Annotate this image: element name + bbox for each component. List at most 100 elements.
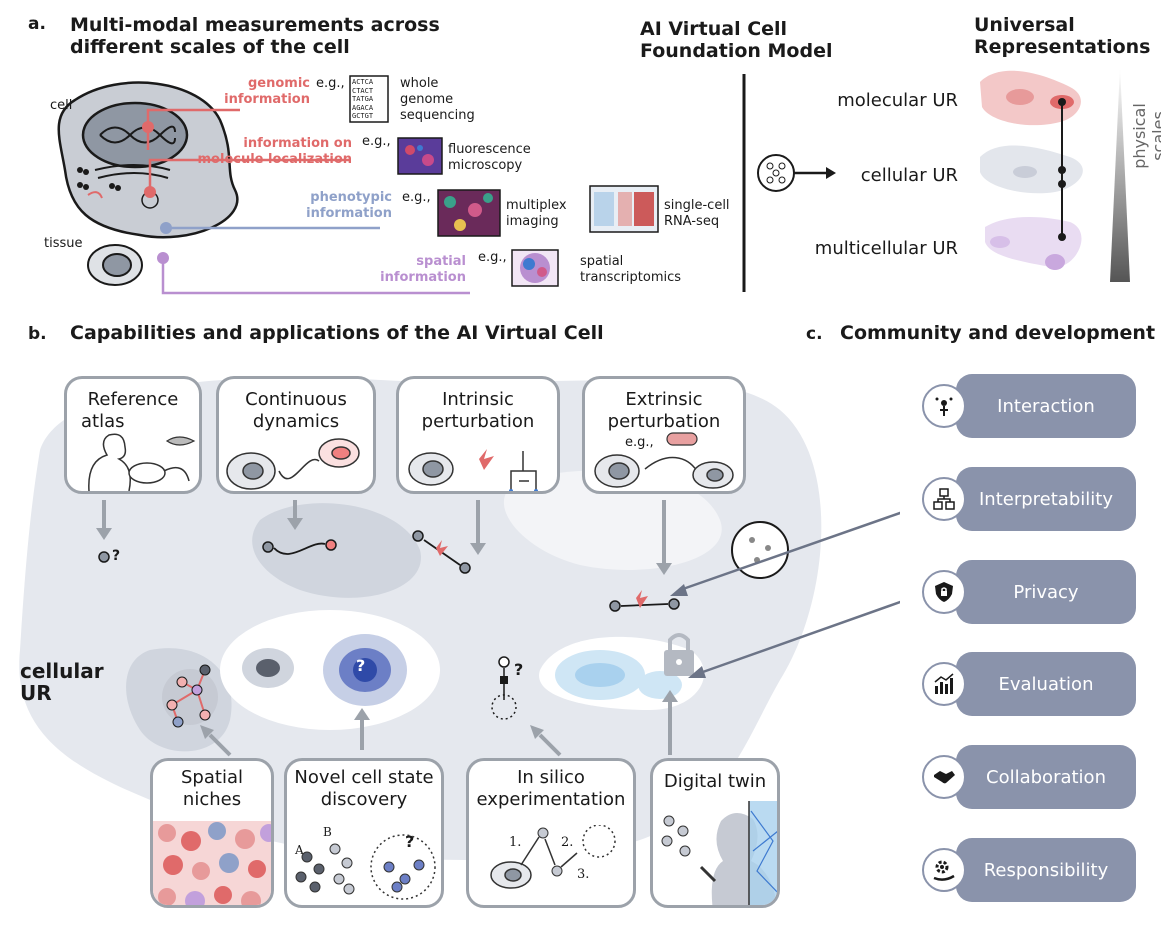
novel-unknown-q: ? (405, 832, 415, 851)
phenotypic-info-label: phenotypic information (290, 190, 392, 222)
box-extrinsic-perturbation-line2: perturbation (607, 411, 721, 432)
box-intrinsic-perturbation-line1: Intrinsic (442, 389, 514, 410)
foundation-model-line1: AI Virtual Cell (640, 18, 788, 40)
foundation-model-graphic (742, 74, 836, 292)
novel-q-mark: ? (356, 656, 366, 675)
handshake-icon (922, 755, 966, 799)
cell-transition-icon (226, 438, 360, 490)
spatial-example: spatial transcriptomics (580, 254, 681, 286)
novel-label-b: B (323, 825, 332, 839)
localization-info-label: information on molecule localization (190, 136, 352, 168)
step-1: 1. (509, 835, 522, 850)
spatial-info-line2: information (380, 270, 466, 285)
responsibility-gear-icon (922, 848, 966, 892)
extrinsic-eg: e.g., (625, 435, 654, 450)
drug-treatment-icon (594, 432, 734, 489)
evaluation-chart-icon (922, 662, 966, 706)
box-extrinsic-perturbation-line1: Extrinsic (625, 389, 703, 410)
pill-interpretability: Interpretability (956, 467, 1136, 531)
panel-a-title-line1: Multi-modal measurements across (70, 14, 440, 36)
genomic-example: whole genome sequencing (400, 76, 475, 124)
box-continuous-dynamics-line2: dynamics (252, 411, 340, 432)
box-in-silico: In silico experimentation 1. 2. 3. (466, 758, 636, 908)
genomic-example-line2: genome (400, 92, 454, 107)
box-digital-twin-line1: Digital twin (663, 771, 767, 792)
pill-collaboration: Collaboration (956, 745, 1136, 809)
cell-label: cell (50, 98, 73, 113)
multiplex-example-line2: imaging (506, 214, 559, 229)
panel-c-letter: c. (806, 324, 823, 344)
gene-perturbation-icon (408, 449, 538, 491)
physical-scales-label: physical scales (1130, 103, 1161, 169)
phenotypic-eg: e.g., (402, 190, 431, 205)
localization-info-line2: molecule localization (197, 152, 352, 167)
ur-scales-graphic (980, 67, 1130, 282)
pill-privacy: Privacy (956, 560, 1136, 624)
spatial-example-line1: spatial (580, 254, 624, 269)
cellular-ur-line1: cellular (20, 659, 104, 683)
ur-multicellular-label: multicellular UR (814, 238, 958, 259)
localization-example-line2: microscopy (448, 158, 523, 173)
ur-cellular-label: cellular UR (860, 165, 958, 186)
cellular-ur-label: cellular UR (20, 660, 104, 704)
seq-line: AGACA (352, 103, 374, 112)
cluster-discovery-icon (295, 834, 436, 900)
phenotypic-info-line2: information (306, 206, 392, 221)
box-digital-twin: Digital twin (650, 758, 780, 908)
seq-line: CTACT (352, 86, 374, 95)
genomic-info-line1: genomic (247, 76, 310, 91)
pill-evaluation: Evaluation (956, 652, 1136, 716)
tissue-niche-image (153, 821, 271, 905)
box-spatial-niches-line2: niches (182, 789, 242, 810)
spatial-eg: e.g., (478, 250, 507, 265)
genomic-info-line2: information (224, 92, 310, 107)
seq-line: ACTCA (352, 78, 374, 86)
genomic-info-label: genomic information (210, 76, 310, 108)
box-extrinsic-perturbation: Extrinsic perturbation e.g., (582, 376, 746, 494)
tissue-label: tissue (44, 236, 83, 251)
ur-title-line1: Universal (974, 14, 1075, 36)
pill-responsibility: Responsibility (956, 838, 1136, 902)
box-reference-atlas-line1: Reference (87, 389, 179, 410)
genomic-example-line1: whole (400, 76, 439, 91)
ur-title: Universal Representations (974, 14, 1150, 58)
box-intrinsic-perturbation: Intrinsic perturbation (396, 376, 560, 494)
novel-label-a: A (295, 843, 304, 857)
box-intrinsic-perturbation-line2: perturbation (421, 411, 535, 432)
spatial-info-line1: spatial (416, 254, 466, 269)
privacy-shield-icon (922, 570, 966, 614)
foundation-model-line2: Foundation Model (640, 40, 833, 62)
box-reference-atlas-line2: atlas (81, 411, 125, 432)
cell-measurement-diagram (57, 75, 659, 295)
box-novel-cell-state-line2: discovery (320, 789, 408, 810)
step-2: 2. (561, 835, 574, 850)
box-continuous-dynamics-line1: Continuous (245, 389, 347, 410)
digital-twin-image (661, 801, 777, 905)
foundation-model-title: AI Virtual Cell Foundation Model (640, 18, 833, 62)
panel-a-title: Multi-modal measurements across differen… (70, 14, 440, 58)
cellular-ur-landscape (19, 377, 900, 860)
ur-title-line2: Representations (974, 36, 1151, 58)
reference-q-mark: ? (112, 548, 121, 564)
localization-example-line1: fluorescence (448, 142, 531, 157)
localization-example: fluorescence microscopy (448, 142, 531, 174)
localization-info-line1: information on (243, 136, 352, 151)
panel-b-letter: b. (28, 324, 47, 344)
box-continuous-dynamics: Continuous dynamics (216, 376, 376, 494)
box-reference-atlas: Reference atlas (64, 376, 202, 494)
insilico-q-mark: ? (514, 660, 524, 679)
sequence-card-text: ACTCA CTACT TATGA AGACA GCTGT (352, 78, 373, 121)
seq-line: GCTGT (352, 112, 374, 120)
box-spatial-niches-line1: Spatial (181, 767, 243, 788)
box-spatial-niches: Spatial niches (150, 758, 274, 908)
panel-a-title-line2: different scales of the cell (70, 36, 350, 58)
localization-eg: e.g., (362, 134, 391, 149)
cellular-ur-line2: UR (20, 681, 52, 705)
ur-molecular-label: molecular UR (837, 90, 958, 111)
multiplex-example: multiplex imaging (506, 198, 567, 230)
spatial-example-line2: transcriptomics (580, 270, 682, 285)
box-in-silico-line2: experimentation (476, 789, 626, 810)
box-in-silico-line1: In silico (517, 767, 585, 788)
step-3: 3. (577, 867, 590, 882)
multiplex-example-line1: multiplex (506, 198, 567, 213)
